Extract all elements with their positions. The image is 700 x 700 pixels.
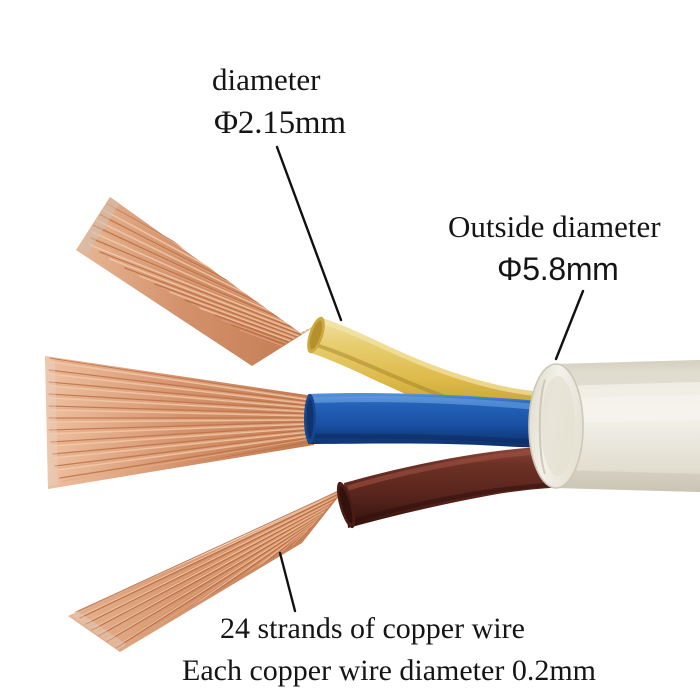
leader-outer-diameter [554, 289, 585, 361]
copper-fan-bottom [68, 486, 347, 652]
leader-inner-diameter [275, 145, 343, 322]
outer-sheath [528, 360, 700, 492]
leader-strand-count [278, 551, 297, 613]
core-brown [336, 446, 566, 529]
label-strand-diameter: Each copper wire diameter 0.2mm [182, 654, 596, 687]
label-inner-diameter-value: Φ2.15mm [214, 105, 346, 141]
leader-lines [275, 145, 585, 613]
copper-fan-middle [45, 356, 314, 489]
label-outer-diameter-value: Φ5.8mm [497, 251, 619, 287]
label-inner-diameter-title: diameter [212, 62, 321, 97]
label-strand-count: 24 strands of copper wire [220, 612, 525, 645]
copper-fan-top [76, 197, 322, 366]
core-blue [304, 393, 566, 448]
label-outer-diameter-title: Outside diameter [448, 209, 661, 244]
